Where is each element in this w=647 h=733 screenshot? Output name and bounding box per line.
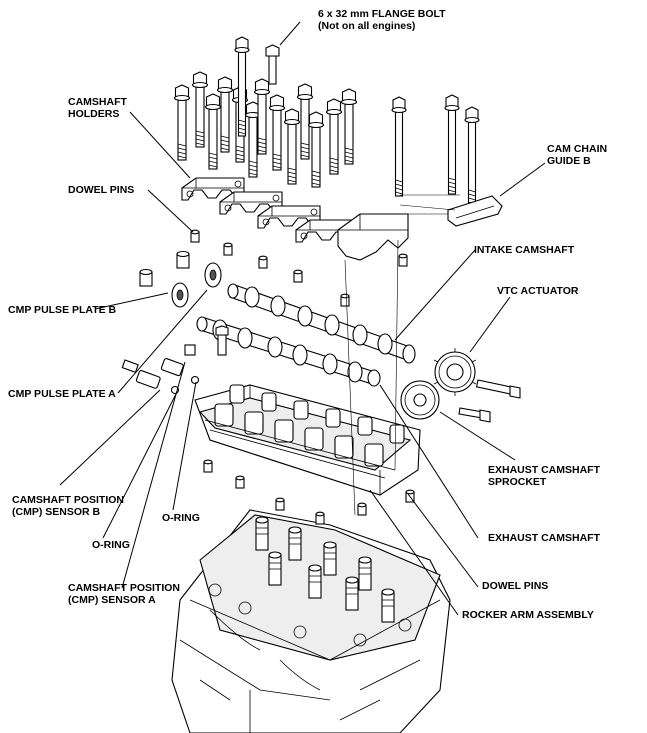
label-cmp-sensor-a-line2: (CMP) SENSOR A: [68, 594, 156, 606]
cam-chain-guide-bolts: [444, 94, 480, 207]
label-flange-bolt-line1: 6 x 32 mm FLANGE BOLT: [318, 8, 446, 20]
label-cam-chain-guide-b: CAM CHAIN GUIDE B: [547, 143, 607, 167]
label-cam-chain-guide-line1: CAM CHAIN: [547, 143, 608, 155]
camshaft-holders: [181, 177, 409, 261]
label-cmp-pulse-plate-a: CMP PULSE PLATE A: [8, 388, 116, 400]
cmp-pulse-plate-b: [139, 268, 189, 308]
label-exhaust-sprocket-line1: EXHAUST CAMSHAFT: [488, 464, 600, 476]
label-dowel-pins-top: DOWEL PINS: [68, 184, 135, 196]
label-intake-camshaft: INTAKE CAMSHAFT: [474, 244, 575, 256]
label-cmp-pulse-plate-b: CMP PULSE PLATE B: [8, 304, 117, 316]
label-camshaft-holders: CAMSHAFT HOLDERS: [68, 96, 127, 120]
label-camshaft-holders-line1: CAMSHAFT: [68, 96, 127, 108]
label-cmp-sensor-b: CAMSHAFT POSITION (CMP) SENSOR B: [12, 494, 124, 518]
cylinder-head: [171, 509, 451, 733]
label-cmp-sensor-b-line2: (CMP) SENSOR B: [12, 506, 101, 518]
intake-camshaft: [227, 283, 416, 364]
label-cmp-sensor-a-line1: CAMSHAFT POSITION: [68, 582, 180, 594]
label-dowel-pins-bottom: DOWEL PINS: [482, 580, 549, 592]
cam-chain-guide-b: [447, 195, 503, 227]
leader-lines: [59, 21, 546, 616]
label-vtc-actuator: VTC ACTUATOR: [497, 285, 579, 297]
exhaust-camshaft: [196, 316, 381, 387]
vtc-actuator: [433, 348, 521, 399]
label-camshaft-holders-line2: HOLDERS: [68, 108, 120, 120]
label-flange-bolt-line2: (Not on all engines): [318, 20, 416, 32]
label-o-ring-left: O-RING: [92, 539, 130, 551]
exhaust-camshaft-sprocket: [400, 380, 491, 423]
label-cmp-sensor-a: CAMSHAFT POSITION (CMP) SENSOR A: [68, 582, 180, 606]
label-rocker-arm-assembly: ROCKER ARM ASSEMBLY: [462, 609, 594, 621]
alignment-lines: [344, 194, 460, 516]
flange-bolt: [265, 44, 280, 85]
cmp-pulse-plate-a: [176, 250, 222, 288]
label-exhaust-camshaft: EXHAUST CAMSHAFT: [488, 532, 600, 544]
camshaft-holder-bolts: [173, 36, 407, 197]
label-exhaust-camshaft-sprocket: EXHAUST CAMSHAFT SPROCKET: [488, 464, 600, 488]
cmp-sensor-a: [160, 325, 229, 385]
rocker-arm-assembly: [194, 384, 421, 496]
label-flange-bolt: 6 x 32 mm FLANGE BOLT (Not on all engine…: [318, 8, 446, 32]
cmp-sensor-b: [121, 359, 180, 395]
label-cam-chain-guide-line2: GUIDE B: [547, 155, 591, 167]
label-cmp-sensor-b-line1: CAMSHAFT POSITION: [12, 494, 124, 506]
label-exhaust-sprocket-line2: SPROCKET: [488, 476, 547, 488]
label-o-ring-right: O-RING: [162, 512, 200, 524]
